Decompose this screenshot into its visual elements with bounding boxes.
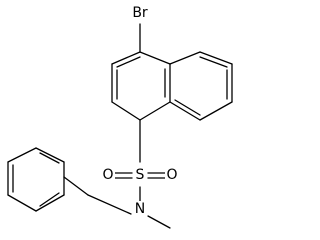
nitrogen-label: N	[135, 201, 145, 217]
bond	[35, 194, 65, 212]
double-bond-inner	[174, 99, 201, 116]
bond	[7, 194, 37, 212]
bond	[87, 194, 132, 215]
sulfur-label: S	[136, 167, 145, 183]
bond	[199, 51, 233, 65]
bond	[169, 101, 201, 121]
bond	[35, 147, 65, 163]
double-bond-inner	[199, 56, 228, 68]
molecule-structure-diagram: Br S O O N	[7, 5, 233, 229]
double-bond-inner	[39, 152, 60, 164]
sulfonyl-bonds	[112, 119, 168, 202]
n-label-bg	[133, 201, 147, 217]
naphthalene-left-ring	[111, 51, 171, 121]
bond	[111, 101, 141, 121]
benzyl-phenyl-ring	[7, 147, 65, 212]
bromine-label: Br	[132, 5, 148, 21]
bond	[147, 215, 171, 229]
br-label-bg	[131, 5, 151, 21]
bond	[199, 101, 233, 121]
bond	[169, 51, 201, 65]
bond	[63, 176, 89, 196]
oxygen-right-label: O	[166, 167, 177, 183]
double-bond-inner	[116, 56, 141, 68]
oxygen-left-label: O	[102, 167, 113, 183]
bond	[111, 51, 141, 65]
o-right-label-bg	[165, 167, 179, 183]
naphthalene-right-ring	[169, 51, 233, 121]
double-bond-inner	[39, 192, 60, 207]
s-label-bg	[133, 167, 147, 183]
o-left-label-bg	[101, 167, 115, 183]
amine-bonds	[63, 176, 171, 229]
bond	[139, 51, 171, 65]
bond	[139, 101, 171, 121]
bond	[7, 147, 37, 163]
